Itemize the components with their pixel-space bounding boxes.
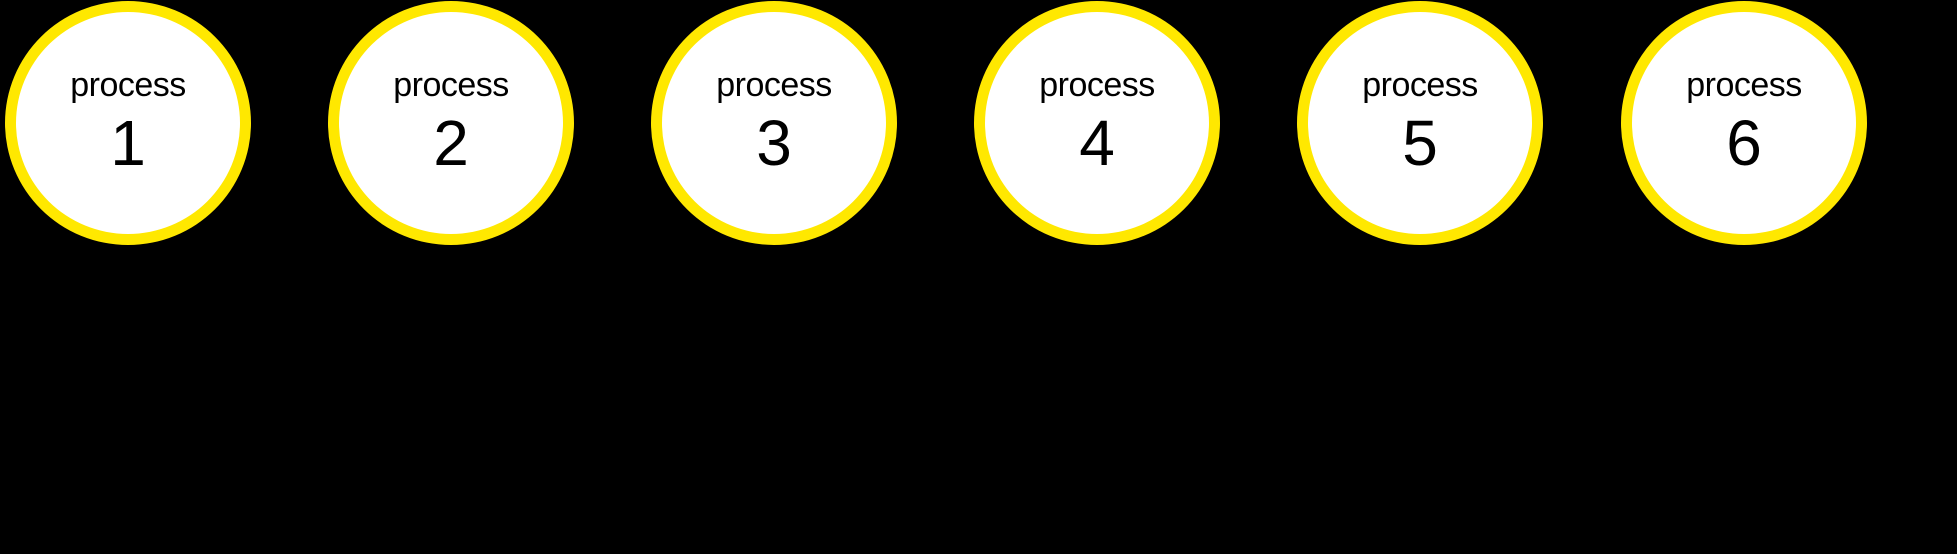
node-process-5: process 5 — [1297, 1, 1543, 245]
node-process-1: process 1 — [5, 1, 251, 245]
node-label: process — [393, 66, 509, 105]
node-label: process — [70, 66, 186, 105]
node-number: 1 — [110, 107, 146, 180]
node-label: process — [1686, 66, 1802, 105]
node-number: 5 — [1402, 107, 1438, 180]
node-label: process — [716, 66, 832, 105]
node-process-3: process 3 — [651, 1, 897, 245]
node-number: 2 — [433, 107, 469, 180]
node-number: 6 — [1726, 107, 1762, 180]
node-label: process — [1039, 66, 1155, 105]
node-label: process — [1362, 66, 1478, 105]
node-number: 3 — [756, 107, 792, 180]
node-process-2: process 2 — [328, 1, 574, 245]
node-number: 4 — [1079, 107, 1115, 180]
node-process-4: process 4 — [974, 1, 1220, 245]
node-process-6: process 6 — [1621, 1, 1867, 245]
